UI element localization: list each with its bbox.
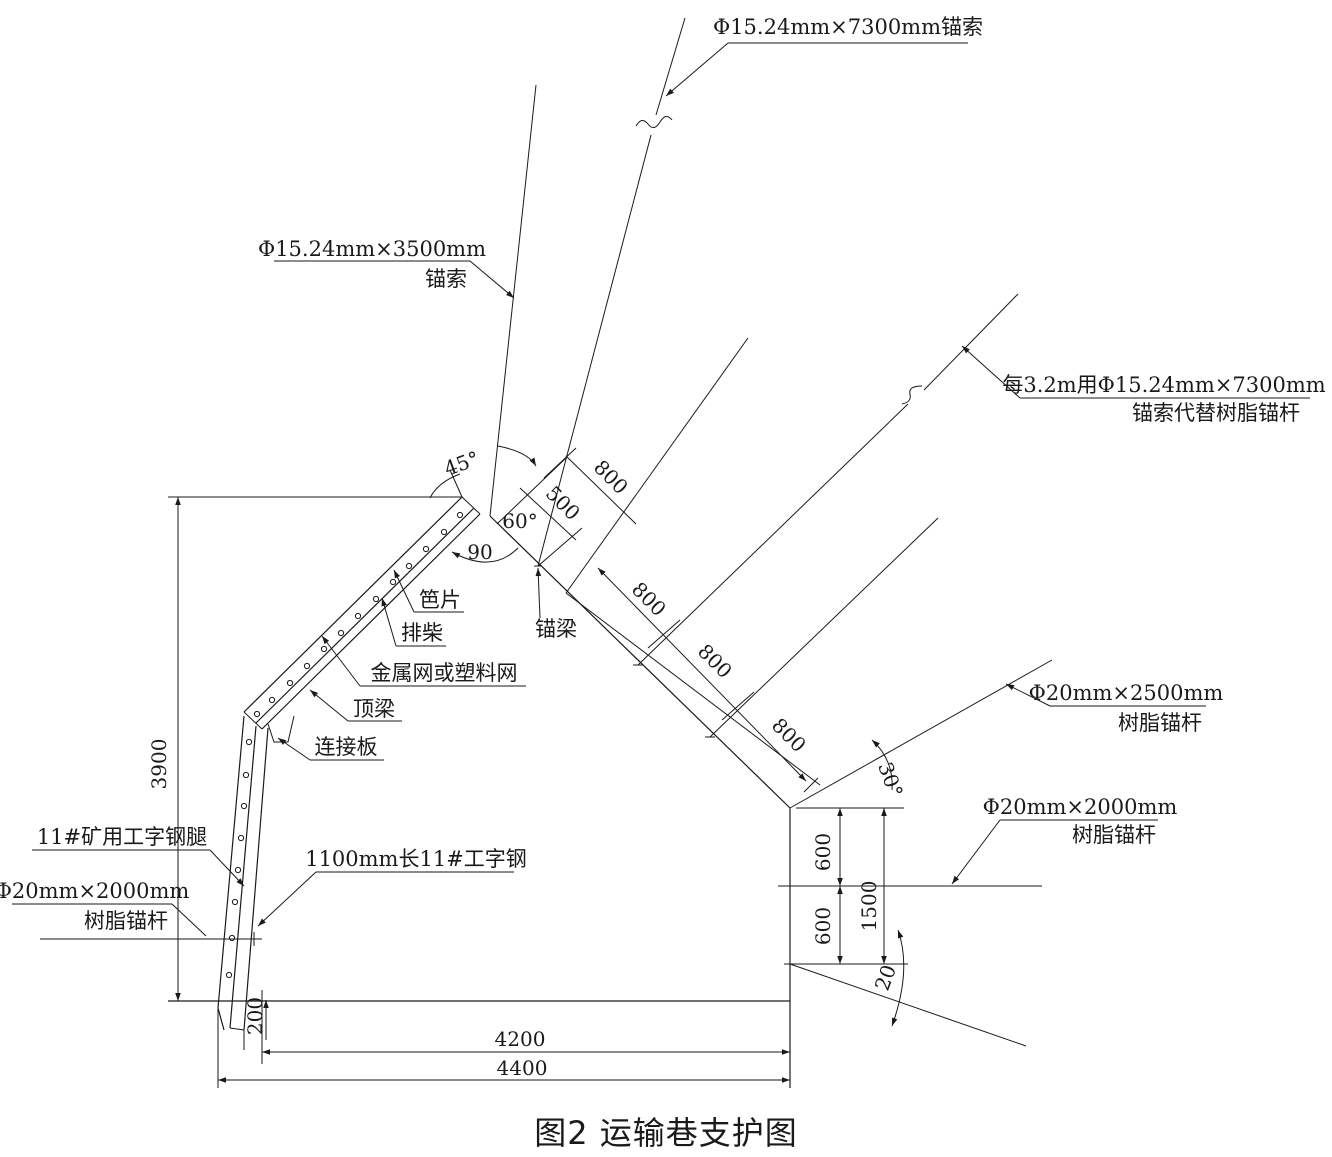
- label-mesh: 金属网或塑料网: [371, 661, 518, 685]
- label-steel-1100: 1100mm长11#工字钢: [305, 847, 527, 871]
- dim-500: 500: [541, 481, 585, 525]
- cable-7300-every: [637, 293, 1019, 666]
- dim-600-top: 600: [811, 833, 835, 871]
- dim-800-top: 800: [589, 455, 633, 499]
- label-steel-leg: 11#矿用工字钢腿: [37, 825, 207, 849]
- leader-lines: [12, 42, 1310, 937]
- dim-800-2: 800: [693, 639, 737, 683]
- label-cable-3500-line2: 锚索: [425, 267, 467, 291]
- label-bolt-2000-left-line2: 树脂锚杆: [84, 909, 168, 933]
- dim-200: 200: [243, 997, 267, 1035]
- label-bolt-2500-line2: 树脂锚杆: [1118, 711, 1202, 735]
- label-roof-beam: 顶梁: [353, 697, 395, 721]
- steel-leg: [217, 715, 269, 1031]
- dim-4400: 4400: [497, 1056, 548, 1080]
- label-bolt-2500-line1: Φ20mm×2500mm: [1029, 681, 1224, 705]
- dim-angle-30: 30°: [873, 759, 908, 801]
- label-bolt-2000-right-line2: 树脂锚杆: [1072, 823, 1156, 847]
- label-cable-every-line2: 锚索代替树脂锚杆: [1132, 401, 1300, 425]
- label-cable-7300-top: Φ15.24mm×7300mm锚索: [713, 15, 983, 39]
- cable-3500: [489, 84, 537, 517]
- left-roof-beam: [243, 496, 481, 730]
- dim-600-bottom: 600: [811, 907, 835, 945]
- dimension-texts: 45° 60° 90 30° 20 500 800 800 800 800 39…: [147, 446, 908, 1080]
- dimension-lines: [168, 445, 908, 1088]
- label-cable-every-line1: 每3.2m用Φ15.24mm×7300mm: [1002, 373, 1325, 397]
- roof-bolt-2: [709, 517, 939, 738]
- dim-angle-45: 45°: [441, 446, 483, 481]
- wall-bolt-low: [784, 963, 1027, 1047]
- dim-1500: 1500: [857, 881, 881, 932]
- dim-angle-60: 60°: [502, 509, 537, 533]
- label-bolt-2000-right-line1: Φ20mm×2000mm: [983, 795, 1178, 819]
- wall-bolt-mid: [778, 880, 1042, 892]
- figure-caption: 图2 运输巷支护图: [534, 1114, 798, 1152]
- label-bamboo: 笆片: [419, 588, 461, 612]
- label-cable-3500-line1: Φ15.24mm×3500mm: [258, 237, 486, 261]
- anchor-beam-marks: [534, 565, 715, 738]
- text-labels: Φ15.24mm×7300mm锚索 Φ15.24mm×3500mm 锚索 每3.…: [0, 15, 1326, 933]
- label-anchor-beam: 锚梁: [535, 617, 577, 641]
- dim-angle-20: 20: [870, 962, 901, 994]
- corner-bolt-2500: [789, 659, 1053, 809]
- dim-800-1: 800: [627, 577, 671, 621]
- roof-bolt-1: [565, 337, 749, 594]
- label-firewood: 排柴: [401, 621, 443, 645]
- cable-7300-top: [537, 17, 686, 567]
- label-connect-plate: 连接板: [315, 735, 378, 759]
- dim-4200: 4200: [495, 1027, 546, 1051]
- dim-angle-90: 90: [467, 540, 492, 564]
- label-bolt-2000-left-line1: Φ20mm×2000mm: [0, 879, 189, 903]
- dim-3900: 3900: [147, 739, 171, 790]
